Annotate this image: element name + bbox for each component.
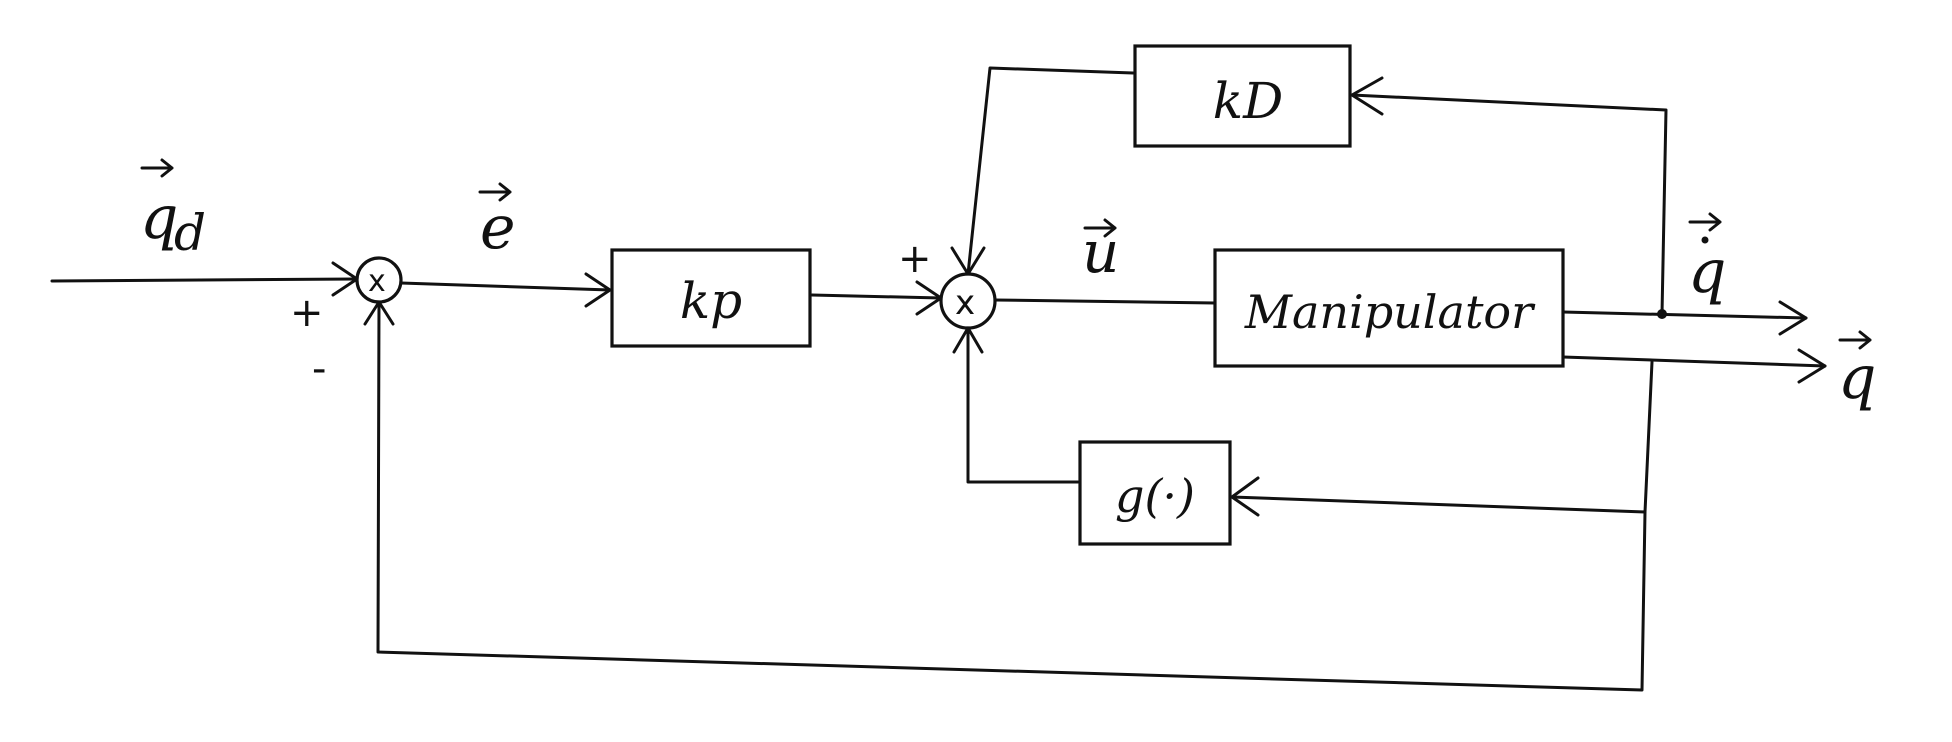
sum1-minus-sign: - [312,346,326,392]
arrowhead-qdot-output [1778,300,1808,336]
wire-qdot-output [1561,310,1808,320]
gravity-block: g(·) [1078,440,1232,546]
wire-qd-input [50,277,359,283]
wire-kp-out [810,293,943,300]
arrowhead-error [584,272,612,308]
summing-junction-1-label: x [368,264,386,299]
wire-kd-feedback-out [966,66,1135,276]
wire-kd-feedback-in [1350,93,1668,316]
summing-junction-2-label: x [955,283,975,323]
wire-error [399,281,612,292]
sum2-plus-sign: + [898,236,932,282]
sum1-plus-sign: + [290,290,324,336]
kp-label: kp [680,272,742,330]
manipulator-block: Manipulator [1213,248,1565,368]
arrowhead-gravity-to-sum2 [952,326,984,354]
wire-q-output [1561,355,1827,368]
vector-arrow-u [1083,218,1117,238]
wire-gravity-feedback-in [1230,360,1654,514]
signal-qd: q d [140,158,206,262]
signal-e-label: e [480,193,516,263]
arrowhead-kd-feedback [1350,76,1384,116]
arrowhead-q-output [1797,348,1827,384]
signal-qd-subscript: d [174,204,206,262]
vector-arrow-q [1838,330,1872,350]
vector-arrow-qdot [1688,212,1722,232]
signal-q-label: q [1838,343,1876,413]
signal-qdot-label: q [1688,237,1726,307]
arrowhead-qd-input [331,261,359,297]
kd-label: kD [1213,72,1283,130]
wire-u [993,298,1217,305]
summing-junction-1: x [355,256,403,304]
signal-u: u [1082,218,1119,286]
arrowhead-position-to-sum1 [363,300,395,326]
signal-e: e [478,182,516,263]
gravity-label: g(·) [1115,469,1195,523]
signal-u-label: u [1082,218,1119,286]
arrowhead-gravity-feedback [1230,476,1260,517]
wire-gravity-feedback-out [966,326,1080,484]
kp-block: kp [610,248,812,348]
vector-arrow-qd [140,158,174,178]
dot-qdot [1701,236,1709,244]
summing-junction-2: x [939,272,997,330]
arrowhead-kp-out [915,280,943,316]
wire-position-feedback [376,300,1647,692]
kd-block: kD [1133,44,1352,148]
signal-qdot: q [1688,212,1726,307]
signal-qd-label: q [140,183,178,253]
vector-arrow-e [478,182,512,202]
manipulator-label: Manipulator [1244,285,1536,339]
arrowhead-kd-to-sum2 [950,246,986,276]
signal-q: q [1838,330,1876,413]
